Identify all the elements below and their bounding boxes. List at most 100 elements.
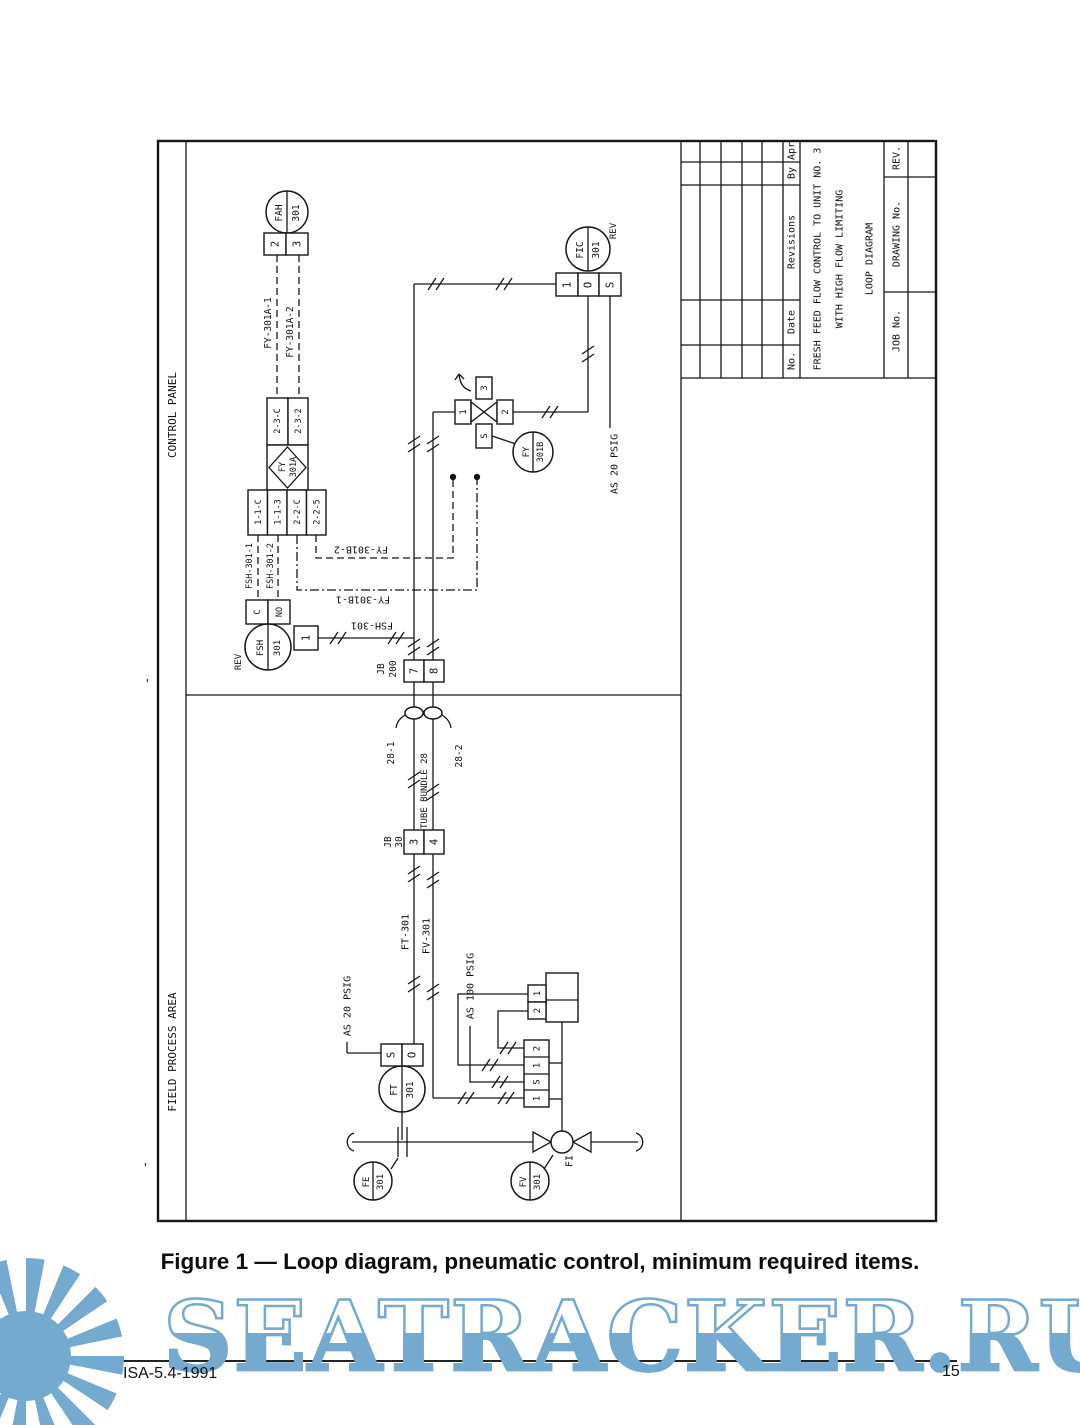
drawing-title-line1: FRESH FEED FLOW CONTROL TO UNIT NO. 3: [812, 148, 823, 371]
fy301b-port-3: 3: [480, 385, 490, 390]
fsh-terminal-1: 1: [301, 635, 313, 641]
fv-fail-label: FI: [564, 1155, 575, 1167]
wire-label-fy301b2: FY-301B-2: [334, 544, 388, 555]
controller-fic-301: FIC 301 REV 1 O S: [555, 222, 622, 297]
fsh-number: 301: [273, 640, 283, 656]
tube-bundle-label: TUBE BUNDLE 28: [420, 753, 430, 829]
electric-wires: [257, 255, 481, 600]
label-as20-panel: AS 20 PSIG: [609, 434, 620, 494]
scan-artifact: ': [144, 1160, 147, 1177]
process-line: [346, 1127, 644, 1157]
fy301a-term-113: 1-1-3: [273, 499, 283, 525]
fy301a-term-11c: 1-1-C: [254, 499, 264, 525]
instrument-fah-301: FAH 301 2 3: [263, 190, 309, 256]
label-as100: AS 100 PSIG: [465, 953, 476, 1019]
transmitter-ft-301: S O FT 301: [378, 1043, 426, 1113]
line-label-ft301: FT-301: [400, 914, 411, 950]
fy301a-number: 301A: [289, 457, 299, 477]
fah-terminal-3: 3: [292, 241, 304, 247]
bundle-tube-28-1: 28-1: [386, 741, 397, 764]
watermark-text: SEATRACKER.RU: [162, 1283, 1080, 1391]
jb30-label-b: 30: [394, 836, 405, 848]
fsh-rev-note: REV: [234, 653, 244, 670]
jb200-label-b: 200: [388, 660, 399, 677]
jb30-label-a: JB: [383, 836, 394, 848]
label-as20-field: AS 20 PSIG: [342, 976, 353, 1036]
positioner-term-1a: 1: [533, 1063, 543, 1068]
rev-col-no: No.: [786, 352, 797, 370]
bundle-tube-28-2: 28-2: [454, 745, 465, 768]
area-label-control-panel: CONTROL PANEL: [166, 372, 179, 458]
line-label-fsh301: FSH-301: [351, 620, 393, 631]
wire-label-fy301a1: FY-301A-1: [263, 297, 274, 349]
rev-col-revisions: Revisions: [786, 215, 797, 269]
positioner-port-2: 2: [533, 1008, 543, 1013]
scan-artifact: ': [146, 676, 149, 693]
junction-box-200: JB 200 7 8: [376, 659, 445, 683]
wire-label-fy301a2: FY-301A-2: [285, 306, 296, 357]
ft-number: 301: [405, 1081, 416, 1098]
fy301b-tag: FY: [522, 446, 532, 457]
fsh-contact-c: C: [253, 609, 263, 614]
wire-label-fsh3012: FSH-301-2: [266, 543, 276, 589]
footer-page-number: 15: [942, 1363, 960, 1380]
fic-terminal-s: S: [605, 282, 617, 288]
fah-number: 301: [291, 204, 302, 221]
positioner-term-2: 2: [533, 1046, 543, 1051]
fic-rev-note: REV: [609, 222, 619, 239]
ft-tag: FT: [389, 1084, 400, 1096]
fv-number: 301: [533, 1174, 543, 1190]
fv-tag: FV: [519, 1176, 529, 1187]
fe-number: 301: [376, 1174, 386, 1190]
junction-box-30: JB 30 3 4: [383, 829, 445, 855]
orifice-fe-301: FE 301: [353, 1157, 399, 1201]
fsh-tag: FSH: [256, 640, 266, 656]
jb200-terminal-7: 7: [409, 668, 421, 674]
fic-terminal-1: 1: [562, 282, 574, 288]
fah-tag: FAH: [274, 204, 285, 221]
fe-tag: FE: [362, 1177, 372, 1188]
wire-terminal-dot: [449, 473, 457, 481]
line-label-fv301: FV-301: [421, 918, 432, 954]
wire-label-fy301b1: FY-301B-1: [336, 594, 390, 605]
rev-label: REV.: [891, 146, 902, 170]
control-valve-fv-301: FV 301 FI: [510, 1130, 592, 1201]
drawing-no-label: DRAWING No.: [891, 201, 902, 267]
rev-col-apr: Apr: [786, 142, 797, 160]
pilot-valve-fy-301b: 1 3 2 S FY 301B: [454, 373, 554, 473]
switch-fsh-301: C NO FSH 301 REV 1: [234, 599, 319, 671]
rev-col-by: By: [786, 167, 797, 179]
footer-rule: [123, 1360, 957, 1362]
revisions-table: No. Date Revisions By Apr: [681, 141, 936, 379]
drawing-subtitle: LOOP DIAGRAM: [864, 223, 875, 295]
vent-arrow: [454, 373, 472, 392]
jb200-terminal-8: 8: [429, 668, 441, 674]
fy301a-term-232: 2-3-2: [294, 408, 304, 434]
title-block: FRESH FEED FLOW CONTROL TO UNIT NO. 3 WI…: [812, 141, 936, 378]
fy301a-term-22c: 2-2-C: [293, 499, 303, 525]
jb30-terminal-4: 4: [429, 839, 441, 845]
ft-terminal-o: O: [407, 1052, 419, 1058]
wire-terminal-dot: [473, 473, 481, 481]
relay-fy-301a: 2-3-C 2-3-2 FY 301A 1-1-C 1-1-3 2-2-C 2-…: [247, 397, 327, 536]
fic-terminal-o: O: [583, 282, 595, 288]
fy301a-term-225: 2-2-5: [312, 499, 322, 525]
rev-col-date: Date: [786, 310, 797, 334]
signal-lines: [318, 283, 611, 1140]
valve-positioner: 1 2 2 1 S 1: [523, 972, 579, 1108]
fah-terminal-2: 2: [270, 241, 282, 247]
positioner-term-1b: 1: [533, 1096, 543, 1101]
fy301a-term-23c: 2-3-C: [273, 408, 283, 434]
jb200-label-a: JB: [376, 663, 387, 675]
fy301b-number: 301B: [536, 442, 546, 462]
ft-terminal-s: S: [386, 1052, 398, 1058]
fic-tag: FIC: [575, 241, 586, 258]
fy301a-tag: FY: [278, 462, 288, 472]
footer-standard-number: ISA-5.4-1991: [123, 1365, 218, 1382]
positioner-port-1: 1: [533, 991, 543, 996]
positioner-term-s: S: [533, 1079, 543, 1084]
tube-bundle-28: 28-1 28-2 TUBE BUNDLE 28: [386, 706, 465, 829]
fsh-contact-no: NO: [275, 607, 285, 617]
drawing-title-line2: WITH HIGH FLOW LIMITING: [834, 190, 845, 328]
